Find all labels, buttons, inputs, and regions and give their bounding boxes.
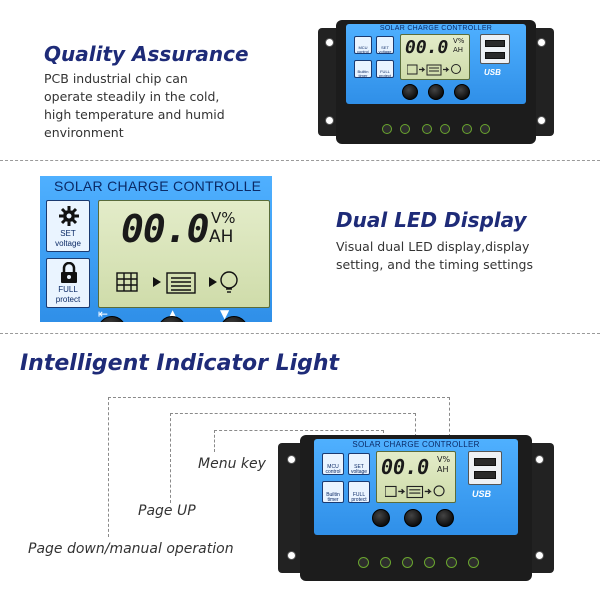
display-section: SOLAR CHARGE CONTROLLE SET voltage FUL (0, 162, 600, 330)
callout-menu-key: Menu key (198, 456, 266, 472)
lcd-screen-2: 00.0 V% AH (376, 451, 456, 503)
mcu-label-2: MCU control (322, 453, 344, 475)
lcd-screen: 00.0 V% AH (400, 34, 470, 80)
usb-label-2: USB (472, 489, 492, 499)
set-voltage-text: SET voltage (55, 229, 81, 248)
closeup-digits: 00.0 (121, 207, 210, 251)
pointer-line-page-down (108, 397, 450, 537)
closeup-unit-bottom: AH (209, 227, 234, 247)
display-text: Visual dual LED display,display setting,… (336, 239, 533, 272)
usb-port (480, 34, 510, 64)
panel-title-2: SOLAR CHARGE CONTROLLER (352, 440, 480, 449)
divider-1 (0, 160, 600, 161)
lcd-unit-bottom-2: AH (437, 465, 449, 474)
closeup-knob-2 (158, 316, 186, 322)
callout-page-up: Page UP (138, 503, 196, 519)
usb-label: USB (484, 68, 501, 77)
closeup-title: SOLAR CHARGE CONTROLLE (54, 178, 262, 194)
lcd-digits-2: 00.0 (381, 455, 430, 479)
full-protect-label-2: FULL protect (348, 481, 370, 503)
usb-port-2 (468, 451, 502, 485)
solar-battery-load-icon-2 (385, 485, 445, 499)
display-heading: Dual LED Display (336, 208, 527, 232)
callout-page-down: Page down/manual operation (28, 541, 234, 557)
down-arrow-icon: ▼ (220, 307, 230, 321)
pointer-line-page-up-drop (415, 413, 416, 437)
panel-closeup: SOLAR CHARGE CONTROLLE SET voltage FUL (40, 176, 272, 322)
lcd-unit-top: V% (453, 37, 465, 45)
pointer-line-page-up (170, 413, 416, 503)
quality-section: Quality Assurance PCB industrial chip ca… (0, 0, 600, 158)
controller-image-bottom: SOLAR CHARGE CONTROLLER MCU control SET … (278, 435, 554, 581)
timer-label-2: Builtin timer (322, 481, 344, 503)
quality-text: PCB industrial chip can operate steadily… (44, 71, 225, 140)
closeup-lcd: 00.0 V% AH (98, 200, 270, 308)
full-protect-text: FULL protect (55, 285, 81, 304)
lock-icon (61, 262, 77, 283)
timer-label: Builtin timer (354, 60, 372, 78)
quality-heading: Quality Assurance (44, 42, 249, 66)
pointer-line-menu (214, 430, 384, 452)
pointer-line-menu-drop (383, 430, 384, 438)
closeup-set-voltage: SET voltage (46, 200, 90, 252)
set-voltage-label: SET voltage (376, 36, 394, 54)
panel-title: SOLAR CHARGE CONTROLLER (379, 25, 493, 32)
indicator-heading: Intelligent Indicator Light (20, 351, 340, 376)
indicator-section: Intelligent Indicator Light Menu key Pag… (0, 335, 600, 600)
controller-panel: SOLAR CHARGE CONTROLLER MCU control SET … (346, 24, 526, 104)
lcd-unit-bottom: AH (453, 46, 464, 54)
set-voltage-label-2: SET voltage (348, 453, 370, 475)
full-protect-label: FULL protect (376, 60, 394, 78)
divider-2 (0, 333, 600, 334)
pointer-line-page-down-drop (449, 397, 450, 437)
up-arrow-icon: ▲ (168, 307, 178, 321)
menu-knob-2 (372, 509, 390, 527)
down-knob-2 (436, 509, 454, 527)
up-knob (428, 84, 444, 100)
lcd-digits: 00.0 (405, 37, 449, 58)
controller-panel-2: SOLAR CHARGE CONTROLLER MCU control SET … (314, 439, 518, 535)
solar-battery-load-icon (407, 64, 461, 76)
controller-image-top: SOLAR CHARGE CONTROLLER MCU control SET … (318, 20, 554, 144)
mcu-label: MCU control (354, 36, 372, 54)
closeup-flow-icon (116, 271, 238, 294)
lcd-unit-top-2: V% (437, 455, 451, 464)
gear-icon (59, 206, 79, 226)
menu-knob (402, 84, 418, 100)
closeup-full-protect: FULL protect (46, 258, 90, 308)
up-knob-2 (404, 509, 422, 527)
down-knob (454, 84, 470, 100)
closeup-unit-top: V% (211, 209, 236, 227)
menu-arrow-icon: ⇤ (98, 307, 109, 321)
